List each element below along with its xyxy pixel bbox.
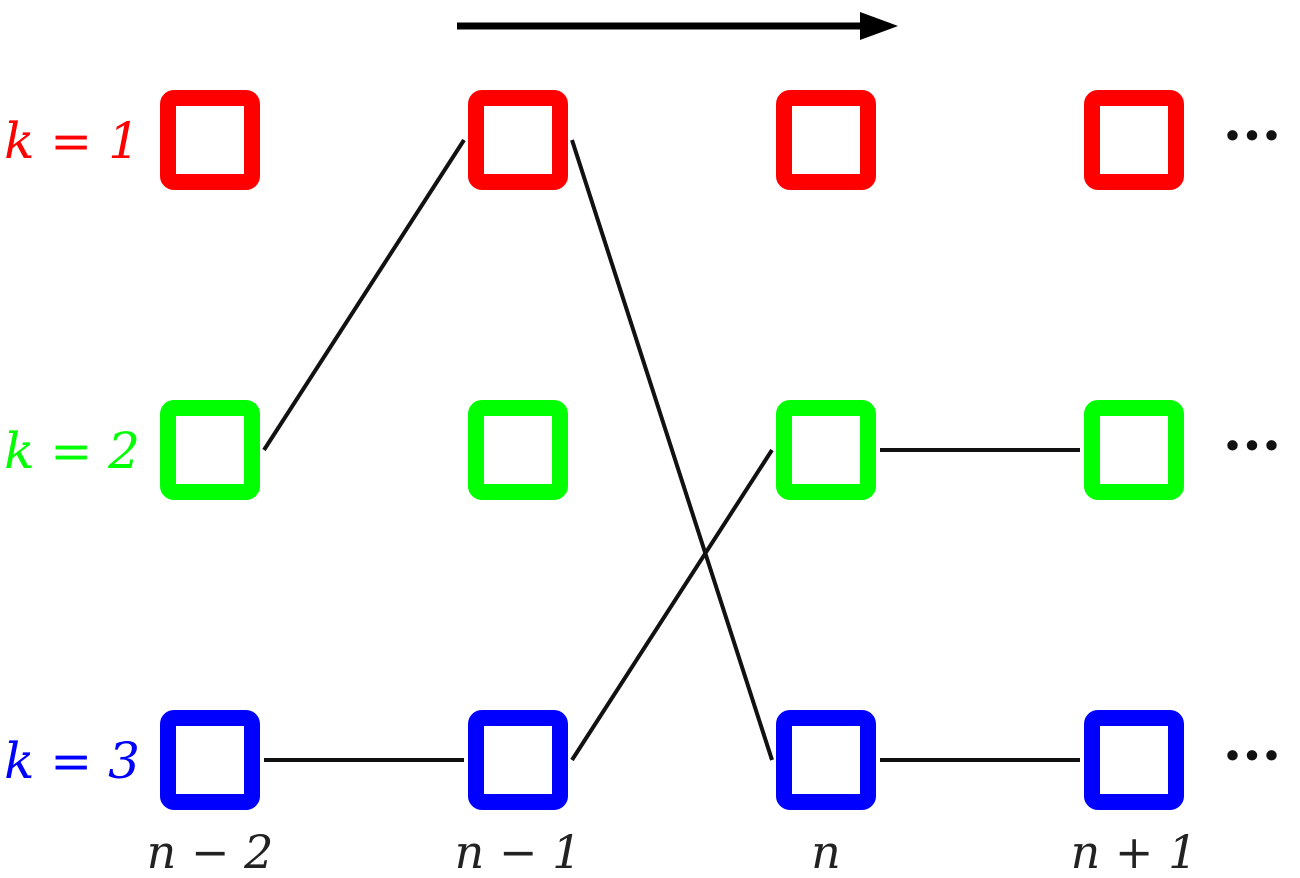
node-k3-col3 <box>1084 710 1184 810</box>
node-k2-col1 <box>468 400 568 500</box>
node-k3-col1 <box>468 710 568 810</box>
node-k1-col2 <box>776 90 876 190</box>
node-k3-col2 <box>776 710 876 810</box>
node-k2-col0 <box>160 400 260 500</box>
nodes <box>160 90 1184 810</box>
time-direction-arrow <box>457 12 898 40</box>
continuation-dots-row2: ··· <box>1223 413 1282 479</box>
column-label-n-minus-2: n − 2 <box>147 825 274 878</box>
node-k3-col0 <box>160 710 260 810</box>
node-k1-col1 <box>468 90 568 190</box>
edge-2 <box>570 139 774 761</box>
column-label-n-plus-1: n + 1 <box>1071 825 1198 878</box>
column-label-n-minus-1: n − 1 <box>455 825 582 878</box>
edges <box>262 138 1080 762</box>
edge-0 <box>262 138 466 452</box>
arrow-head <box>860 12 898 40</box>
node-k2-col2 <box>776 400 876 500</box>
node-k2-col3 <box>1084 400 1184 500</box>
row-label-k3: k = 3 <box>4 732 140 790</box>
node-k1-col3 <box>1084 90 1184 190</box>
node-k1-col0 <box>160 90 260 190</box>
edge-3 <box>570 448 774 762</box>
row-label-k1: k = 1 <box>4 112 140 170</box>
continuation-dots-row1: ··· <box>1223 103 1282 169</box>
row-label-k2: k = 2 <box>4 422 140 480</box>
column-label-n: n <box>811 825 841 878</box>
continuation-dots-row3: ··· <box>1223 723 1282 789</box>
